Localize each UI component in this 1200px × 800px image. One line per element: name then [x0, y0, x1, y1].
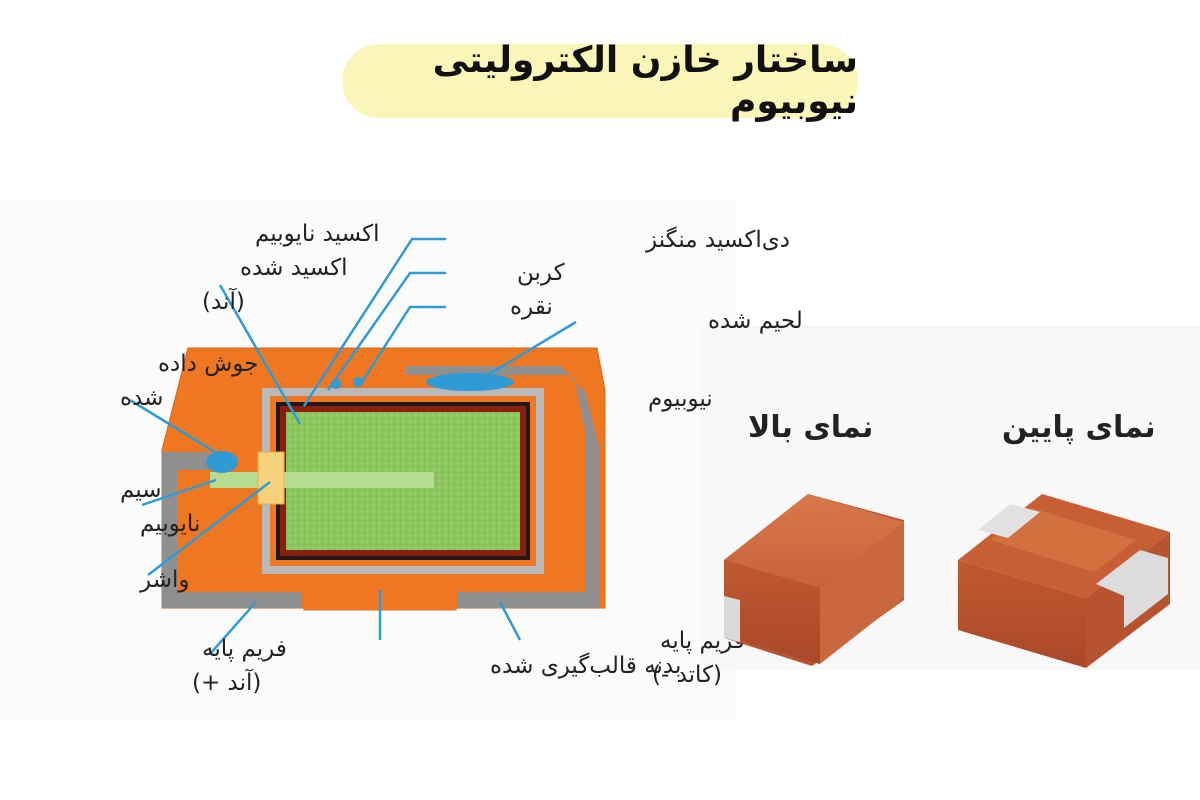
title-banner: ساختار خازن الکترولیتی نیوبیوم — [342, 40, 858, 122]
label-niobium: نیوبیوم — [648, 386, 713, 412]
pointer-anode-frame — [209, 601, 257, 655]
label-solder: لحیم شده — [708, 308, 803, 334]
label-wire-2: نایوبیم — [140, 511, 200, 537]
cross-section — [161, 347, 606, 611]
chip-top-right — [820, 522, 904, 664]
chip-top-view — [724, 494, 904, 666]
chip-bottom-front — [958, 560, 1086, 668]
pointer-cathode-frame — [498, 601, 522, 641]
pointer-wire — [141, 478, 217, 507]
pointer-carbon — [326, 271, 446, 391]
chip-top-face — [724, 494, 904, 588]
pointer-mno2 — [302, 237, 446, 407]
chip-top-front — [724, 560, 820, 664]
label-oxide-3: (آند) — [202, 287, 245, 315]
washer-shape — [257, 451, 285, 505]
label-wire-1: سیم — [120, 477, 162, 503]
page-title: ساختار خازن الکترولیتی نیوبیوم — [432, 40, 858, 122]
chip-bottom-recess — [990, 508, 1136, 572]
anode-frame-shape — [162, 452, 302, 608]
chip-bottom-terminal-back — [978, 504, 1040, 538]
label-weld-1: جوش داده — [158, 351, 258, 377]
pointer-silver — [358, 305, 446, 386]
pointer-washer — [147, 481, 271, 576]
weld-blob — [206, 451, 238, 473]
label-oxide-2: اکسید شده — [240, 255, 348, 281]
label-mno2: دی‌اکسید منگنز — [645, 226, 790, 253]
label-anode-frame-2: (آند +) — [192, 668, 261, 696]
chip-bottom-view — [958, 494, 1170, 668]
label-molded-body: بدنه قالب‌گیری شده — [490, 652, 681, 679]
label-anode-frame-1: فریم پایه — [202, 636, 287, 662]
label-carbon: کربن — [517, 260, 565, 286]
pointer-lines — [129, 237, 577, 655]
pointer-oxide — [218, 284, 302, 425]
label-weld-2: شده — [120, 385, 163, 411]
label-cathode-frame-2: (کاتد -) — [652, 662, 722, 688]
top-view-label: نمای بالا — [748, 410, 874, 445]
label-washer: واشر — [139, 567, 189, 593]
pointer-solder — [485, 320, 577, 378]
solder-blob — [426, 373, 514, 391]
bottom-view-label: نمای پایین — [1002, 410, 1156, 445]
chip-bottom-terminal-front — [1096, 550, 1168, 628]
niobium-wire — [210, 472, 434, 488]
chip-top-terminal — [724, 596, 740, 642]
label-silver: نقره — [510, 294, 553, 320]
label-oxide-1: اکسید نایوبیم — [255, 221, 380, 247]
pointer-weld — [129, 398, 229, 462]
cathode-frame-shape — [405, 366, 600, 608]
